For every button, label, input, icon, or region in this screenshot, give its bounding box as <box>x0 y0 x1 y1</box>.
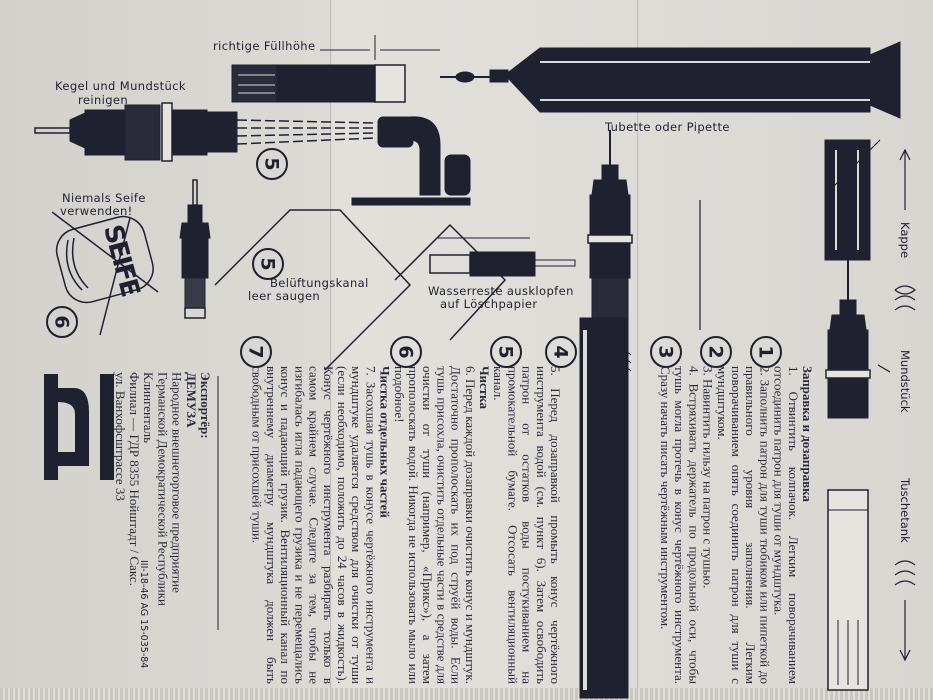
pen-assembled-illustration <box>579 130 633 699</box>
background-surface <box>0 688 933 700</box>
exporter-address: Народное внешнеторговое предприятие <box>169 372 185 593</box>
instruction-item: 6. Перед каждой дозаправки очистить кону… <box>391 366 478 684</box>
label-vent: Belüftungskanal <box>270 276 369 290</box>
exporter-block: Экспортёр: ДЕМУЗА Народное внешнеторгово… <box>112 372 213 642</box>
label-clean: Kegel und Mundstück <box>55 79 186 93</box>
section-heading: Чистка <box>476 366 492 409</box>
pen-vertical-illustration <box>179 179 211 319</box>
fold-line <box>637 0 638 690</box>
print-code: III-18-46 AG 15-035-84 <box>138 560 149 669</box>
pen-small-illustration <box>429 237 576 277</box>
label-water-2: auf Löschpapier <box>440 297 538 311</box>
step-badge: 1 <box>750 336 782 368</box>
exporter-address: ул. Ванхофсштрассе 33 <box>112 372 128 501</box>
step-badge: 3 <box>650 336 682 368</box>
section-clean: 5. Перед дозаправкой промыть конус чертё… <box>222 366 563 684</box>
exporter-address: Клингенталь <box>141 372 157 444</box>
section-heading: Заправка и дозаправка <box>800 366 815 502</box>
company-logo <box>44 374 114 480</box>
label-clean-2: reinigen <box>78 93 129 107</box>
label-water: Wasserreste ausklopfen <box>428 284 574 298</box>
exporter-address: Германской Демократической Республики <box>155 372 171 606</box>
step-badge: 6 <box>46 306 78 338</box>
exporter-label: Экспортёр: <box>198 372 213 439</box>
step-badge: 5 <box>252 248 284 280</box>
instruction-item: 5. Перед дозаправкой промыть конус чертё… <box>491 366 563 684</box>
instruction-item: 7. Засохшая тушь в конусе чертёжного инс… <box>249 366 379 684</box>
instruction-item: 1. Отвинтить колпачок. Легким поворачива… <box>771 366 801 684</box>
label-cap: Kappe <box>898 222 912 259</box>
step-badge: 7 <box>240 336 272 368</box>
label-tube: Tubette oder Pipette <box>605 120 730 134</box>
section-refill: Заправка и дозаправка 1. Отвинтить колпа… <box>636 366 815 684</box>
fold-line <box>330 0 331 690</box>
section-heading: Чистка отдельных частей <box>377 366 393 518</box>
tube-illustration <box>440 41 901 119</box>
step-badge: 5 <box>256 148 288 180</box>
instruction-item: 2. Заполнить патрон для туши тюбиком или… <box>714 366 773 684</box>
label-ink-tank: Tuschetank <box>898 478 912 543</box>
instruction-item: 4. Встряхивать держатель по продольной о… <box>657 366 702 684</box>
step-badge: 2 <box>700 336 732 368</box>
label-vent-2: leer saugen <box>248 289 321 303</box>
step-badge: 5 <box>490 336 522 368</box>
label-no-soap-2: verwenden! <box>60 204 133 218</box>
exporter-name: ДЕМУЗА <box>183 372 199 428</box>
soap-illustration <box>51 211 159 336</box>
step-badge: 6 <box>390 336 422 368</box>
label-fill-height: richtige Füllhöhe <box>213 39 316 53</box>
pen-horizontal-illustration <box>34 102 471 206</box>
direction-arrows <box>614 139 916 662</box>
instruction-item: 3. Навинтить гильзу на патрон с тушью. <box>700 366 716 589</box>
exporter-address: Филиал — ГДР 8355 Нойштадт / Сакс. <box>126 372 142 586</box>
label-no-soap: Niemals Seife <box>62 191 146 205</box>
cartridge-illustration <box>231 35 440 103</box>
label-mouthpiece: Mundstück <box>898 350 912 413</box>
cap-illustration <box>824 139 871 691</box>
step-badge: 4 <box>545 336 577 368</box>
